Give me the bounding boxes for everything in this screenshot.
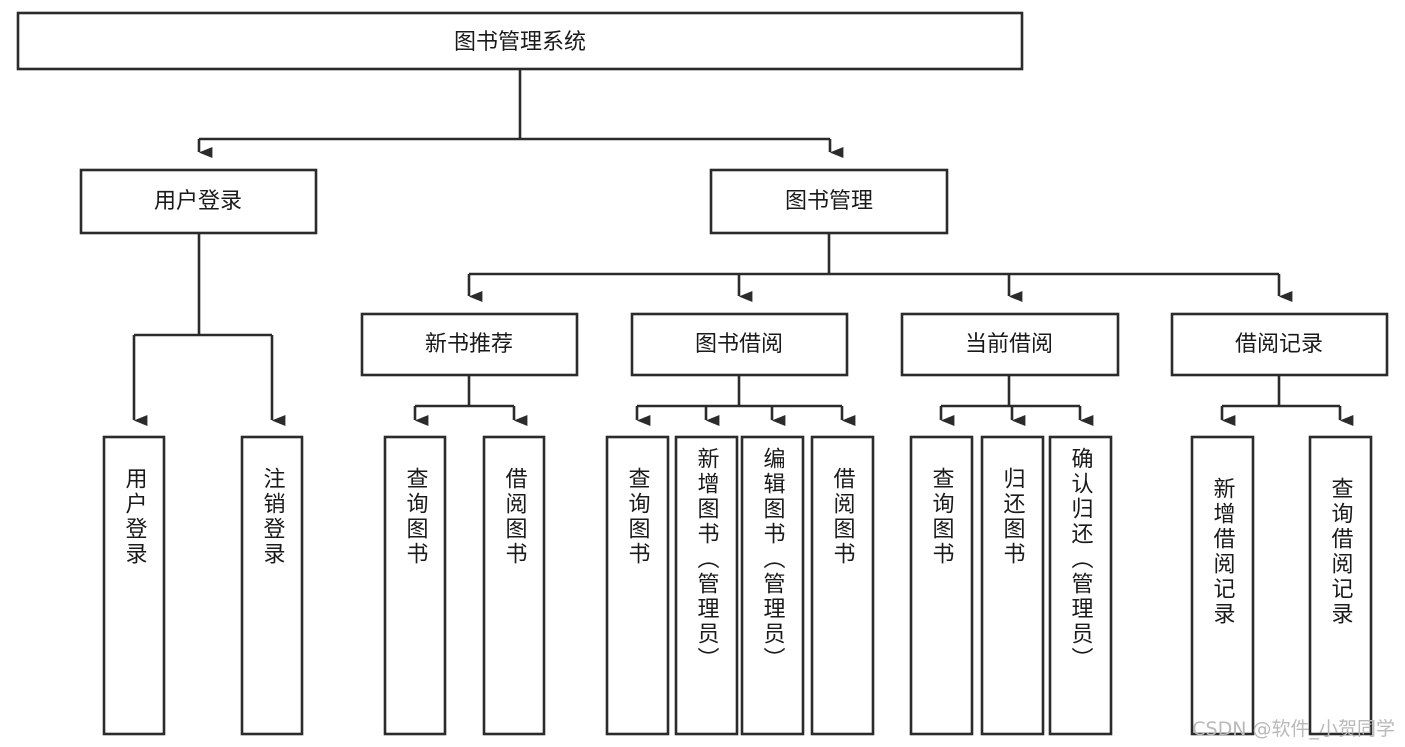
node-current-borrow-label: 当前借阅 <box>965 332 1053 357</box>
node-user-login-box[interactable] <box>79 168 318 235</box>
node-leaf-query-borrow-record-label: 查询借阅记录 <box>1328 477 1354 627</box>
node-leaf-query-book-3-box[interactable] <box>909 435 974 736</box>
node-leaf-query-book-3[interactable]: 查询图书 <box>909 435 974 736</box>
node-leaf-query-book-2[interactable]: 查询图书 <box>605 435 670 736</box>
csdn-watermark: CSDN @软件_小贺同学 <box>1192 718 1395 740</box>
node-leaf-borrow-book-1-label: 借阅图书 <box>502 467 528 567</box>
node-leaf-logout-login-label: 注销登录 <box>260 467 286 567</box>
node-leaf-user-login-box[interactable] <box>102 435 166 736</box>
node-leaf-borrow-book-1-box[interactable] <box>482 435 546 736</box>
node-book-manage[interactable]: 图书管理 <box>709 168 949 235</box>
node-leaf-add-borrow-record-box[interactable] <box>1190 435 1255 736</box>
node-borrow-record-box[interactable] <box>1170 312 1389 377</box>
node-leaf-logout-login-box[interactable] <box>240 435 304 736</box>
node-leaf-query-book-2-box[interactable] <box>605 435 670 736</box>
node-leaf-add-book[interactable]: 新增图书（管理员） <box>674 435 739 736</box>
node-leaf-borrow-book-2-label: 借阅图书 <box>830 467 856 567</box>
node-leaf-query-book-2-label: 查询图书 <box>625 467 651 567</box>
node-leaf-confirm-return[interactable]: 确认归还（管理员） <box>1048 435 1113 736</box>
node-leaf-add-borrow-record[interactable]: 新增借阅记录 <box>1190 435 1255 736</box>
node-new-book-recommend[interactable]: 新书推荐 <box>360 312 579 377</box>
node-leaf-edit-book-box[interactable] <box>740 435 805 736</box>
node-leaf-borrow-book-2[interactable]: 借阅图书 <box>810 435 875 736</box>
node-book-borrow-label: 图书借阅 <box>695 332 783 357</box>
node-user-login[interactable]: 用户登录 <box>79 168 318 235</box>
node-leaf-confirm-return-label: 确认归还（管理员） <box>1068 447 1094 672</box>
node-book-borrow-box[interactable] <box>630 312 849 377</box>
node-leaf-edit-book[interactable]: 编辑图书（管理员） <box>740 435 805 736</box>
node-leaf-query-book-1[interactable]: 查询图书 <box>383 435 447 736</box>
node-leaf-add-book-box[interactable] <box>674 435 739 736</box>
node-leaf-logout-login[interactable]: 注销登录 <box>240 435 304 736</box>
node-user-login-label: 用户登录 <box>154 189 242 214</box>
node-new-book-recommend-label: 新书推荐 <box>425 332 513 357</box>
connector-layer <box>132 69 1354 426</box>
node-leaf-add-book-label: 新增图书（管理员） <box>694 447 720 672</box>
node-borrow-record[interactable]: 借阅记录 <box>1170 312 1389 377</box>
node-root-box[interactable] <box>16 11 1024 71</box>
node-borrow-record-label: 借阅记录 <box>1235 332 1323 357</box>
node-leaf-borrow-book-1[interactable]: 借阅图书 <box>482 435 546 736</box>
node-book-borrow[interactable]: 图书借阅 <box>630 312 849 377</box>
node-book-manage-label: 图书管理 <box>785 189 873 214</box>
node-leaf-return-book[interactable]: 归还图书 <box>980 435 1045 736</box>
node-leaf-user-login[interactable]: 用户登录 <box>102 435 166 736</box>
node-book-manage-box[interactable] <box>709 168 949 235</box>
node-leaf-query-book-1-box[interactable] <box>383 435 447 736</box>
node-new-book-recommend-box[interactable] <box>360 312 579 377</box>
node-leaf-query-book-1-label: 查询图书 <box>403 467 429 567</box>
node-leaf-confirm-return-box[interactable] <box>1048 435 1113 736</box>
node-leaf-return-book-label: 归还图书 <box>1000 467 1026 567</box>
node-current-borrow-box[interactable] <box>900 312 1120 377</box>
node-leaf-query-book-3-label: 查询图书 <box>929 467 955 567</box>
node-leaf-user-login-label: 用户登录 <box>122 467 148 567</box>
node-current-borrow[interactable]: 当前借阅 <box>900 312 1120 377</box>
node-leaf-edit-book-label: 编辑图书（管理员） <box>760 447 786 672</box>
node-leaf-add-borrow-record-label: 新增借阅记录 <box>1210 477 1236 627</box>
node-leaf-return-book-box[interactable] <box>980 435 1045 736</box>
node-root-label: 图书管理系统 <box>454 30 586 55</box>
node-leaf-query-borrow-record-box[interactable] <box>1308 435 1373 736</box>
node-leaf-borrow-book-2-box[interactable] <box>810 435 875 736</box>
node-leaf-query-borrow-record[interactable]: 查询借阅记录 <box>1308 435 1373 736</box>
node-root[interactable]: 图书管理系统 <box>16 11 1024 71</box>
